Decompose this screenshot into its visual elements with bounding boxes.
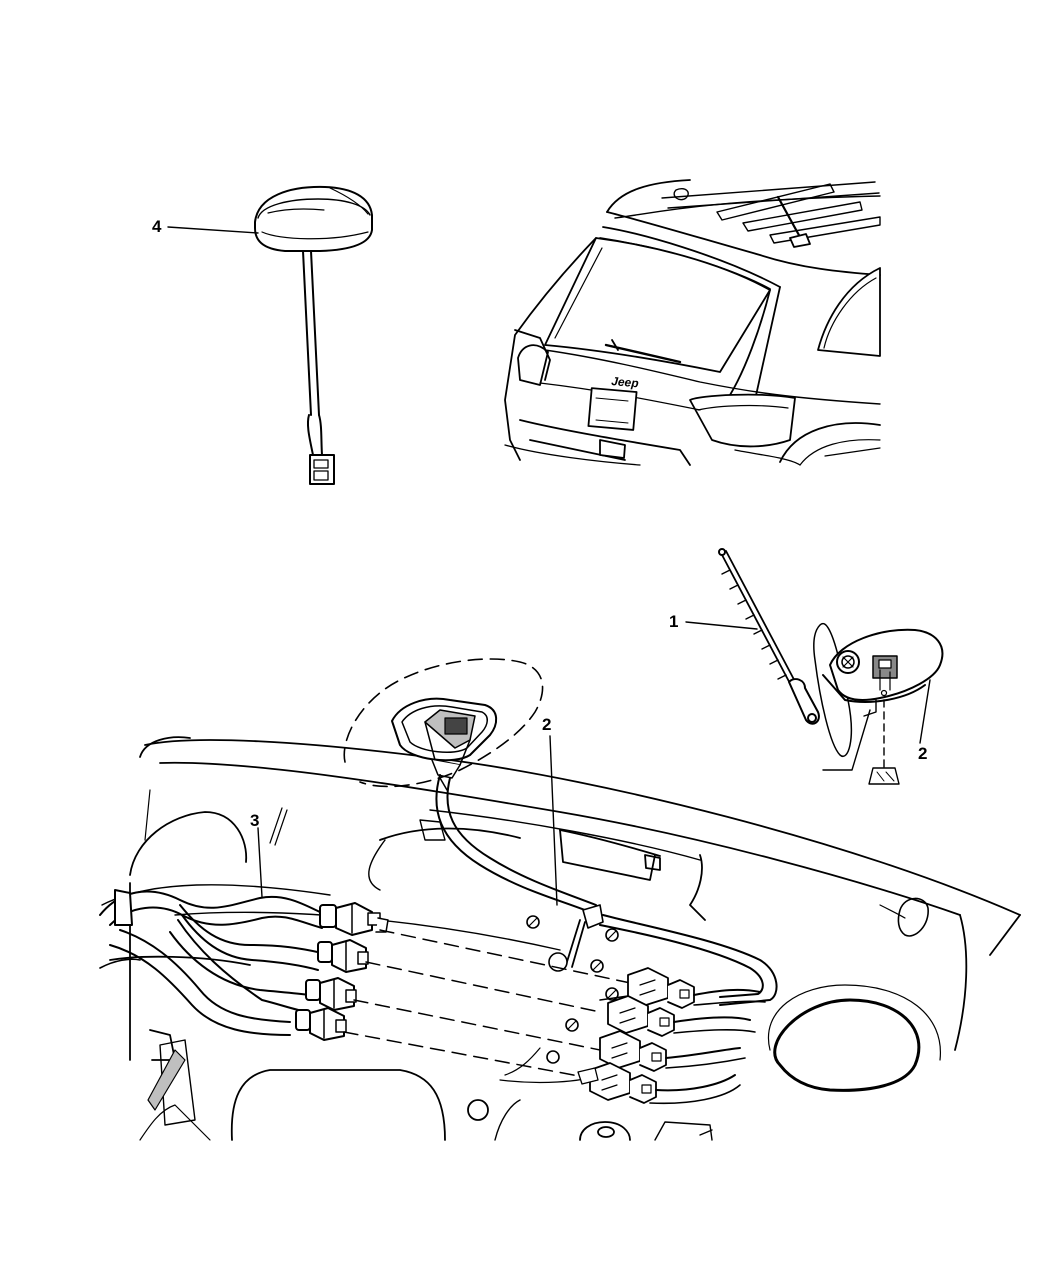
antenna-mast <box>719 549 819 724</box>
gps-antenna-module <box>255 187 372 484</box>
harness-clip <box>549 905 777 1005</box>
leader-line-2b <box>920 680 930 743</box>
leader-line-2a <box>550 736 557 905</box>
receptacle-assembly <box>344 659 596 912</box>
mounting-holes <box>527 916 618 1063</box>
antenna-harness <box>100 890 388 1040</box>
leader-line-4 <box>168 227 258 233</box>
callout-3: 3 <box>250 811 260 830</box>
mating-connectors <box>578 968 765 1103</box>
vehicle-rear-view <box>505 180 880 465</box>
callout-2-base: 2 <box>918 744 928 763</box>
antenna-base <box>814 624 943 784</box>
leader-line-1 <box>686 622 757 629</box>
leader-line-3 <box>258 828 262 897</box>
jeep-badge-text: Jeep <box>611 374 639 390</box>
callout-1: 1 <box>669 612 679 631</box>
alignment-lines <box>344 930 640 1080</box>
cargo-floor <box>102 737 1020 1140</box>
callout-2-receptacle: 2 <box>542 715 552 734</box>
callout-4: 4 <box>152 217 162 236</box>
